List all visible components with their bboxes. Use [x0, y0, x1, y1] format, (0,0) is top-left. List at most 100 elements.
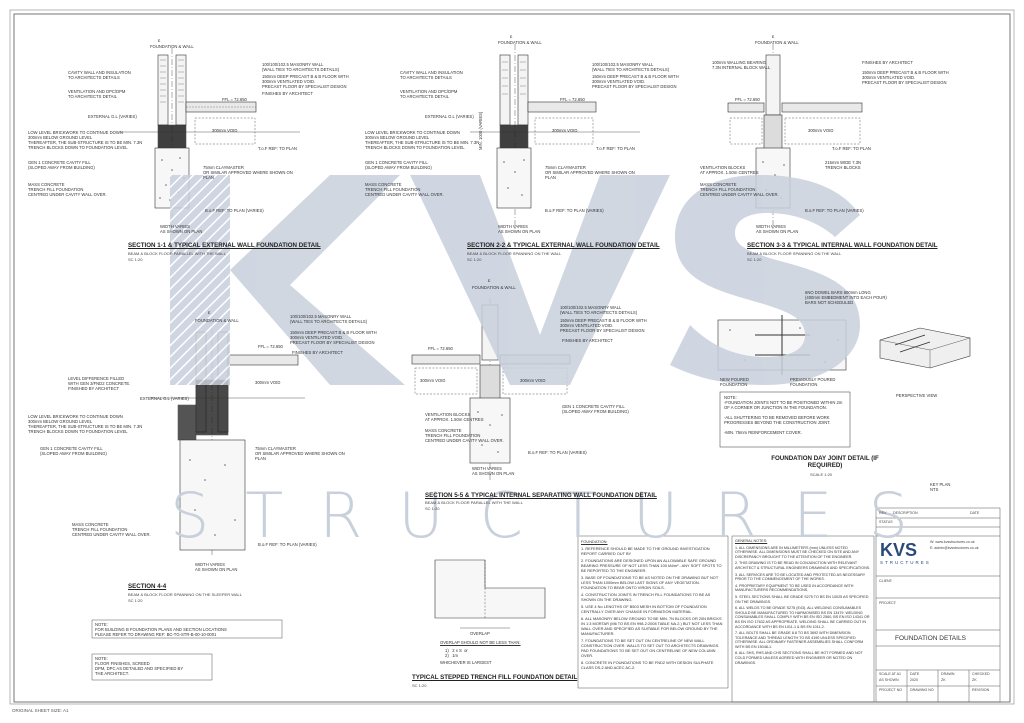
- tb-checked: ZK: [972, 678, 977, 682]
- s3-void: 300mm VOID: [808, 128, 834, 133]
- tb-scale-label: SCALE AT A1: [879, 672, 902, 676]
- s2-width: WIDTH VARIES AS SHOWN ON PLAN: [498, 224, 541, 234]
- s3-finishes: FINISHES BY ARCHITECT: [862, 60, 913, 65]
- s3-internal-block: 100mm WALLING BEARING 7.3N INTERNAL BLOC…: [712, 60, 771, 70]
- s1-gen1: GEN 1 CONCRETE CAVITY FILL (SLOPED AWAY …: [28, 160, 95, 170]
- tb-rev: REV: [879, 511, 887, 515]
- section-4-subtitle: BEAM & BLOCK FLOOR SPANNING ON THE SLEEP…: [128, 592, 242, 597]
- s5-bof: B.o.F REF: TO PLAN (VARIES): [528, 450, 587, 455]
- s5-void-right: 300mm VOID: [520, 378, 546, 383]
- section-3-subtitle: BEAM & BLOCK FLOOR SPANNING ON THE WALL: [747, 251, 842, 256]
- dj-prev-poured: PREVIOUSLY POURED FOUNDATION: [790, 377, 836, 387]
- s4-foundation-wall: FOUNDATION & WALL: [195, 318, 239, 323]
- tb-revision: REVISION: [972, 688, 990, 692]
- stepped-trench-title: TYPICAL STEPPED TRENCH FILL FOUNDATION D…: [412, 674, 578, 681]
- tb-date-value: 2020: [910, 678, 918, 682]
- s3-foundation-wall: FOUNDATION & WALL: [755, 40, 799, 45]
- section-5-title: SECTION 5-5 & TYPICAL INTERNAL SEPARATIN…: [425, 492, 657, 499]
- title-block: [875, 507, 1001, 703]
- section-5-subtitle: BEAM & BLOCK FLOOR PARALLEL WITH THE WAL…: [425, 500, 523, 505]
- tb-email: E: admin@kvsstructures.co.uk: [930, 546, 979, 550]
- tb-project-no: PROJECT NO: [879, 688, 903, 692]
- s3-ffl: FFL = 72.650: [735, 97, 760, 102]
- s5-void-left: 300mm VOID: [420, 378, 446, 383]
- s2-gen1: GEN 1 CONCRETE CAVITY FILL (SLOPED AWAY …: [365, 160, 432, 170]
- s4-external-gl: EXTERNAL G.L (VARIES): [140, 396, 189, 401]
- s4-level-diff: LEVEL DIFFERENCE FILLED WITH GEN 3/FND2 …: [68, 376, 131, 391]
- section-5-scale: SC 1:20: [425, 506, 440, 511]
- stepped-trench-scale: SC 1:20: [412, 683, 427, 688]
- st-overlap-note: OVERLAP SHOULD NOT BE LESS THAN:: [440, 640, 521, 645]
- stepped-trench-drawing: [434, 559, 546, 629]
- general-notes: GENERAL NOTES: 1. ALL DIMENSIONS ARE IN …: [735, 539, 872, 667]
- s1-tof: T.o.F REF: TO PLAN: [258, 146, 297, 151]
- s5-mass: MASS CONCRETE TRENCH FILL FOUNDATION CEN…: [425, 428, 504, 443]
- s4-masonry-wall: 100/100/102.5 MASONRY WALL (WALL TIES TO…: [290, 314, 368, 324]
- st-overlap: OVERLAP: [470, 631, 490, 636]
- s2-ventilation: VENTILATION AND DPC/DPM TO ARCHITECTS DE…: [400, 89, 458, 99]
- section-4-scale: SC 1:20: [128, 598, 143, 603]
- s2-low-level: LOW LEVEL BRICKWORK TO CONTINUE DOWN 300…: [365, 130, 480, 150]
- section-1-scale: SC 1:20: [128, 257, 143, 262]
- s2-external-gl: EXTERNAL G.L (VARIES): [425, 114, 474, 119]
- s5-finishes: FINISHES BY ARCHITECT: [562, 338, 613, 343]
- s4-clay: 75mm CLAYMASTER OR SIMILAR APPROVED WHER…: [255, 446, 345, 461]
- foundation-note: 4. CONSTRUCTION JOINTS IN TRENCH FILL FO…: [581, 592, 711, 602]
- dj-perspective: PERSPECTIVE VIEW: [896, 393, 938, 398]
- floor-note-box: [91, 653, 213, 681]
- section-2-subtitle: BEAM & BLOCK FLOOR SPANNING ON THE WALL: [467, 251, 562, 256]
- s5-width: WIDTH VARIES AS SHOWN ON PLAN: [472, 466, 515, 476]
- s5-vent-blocks: VENTILATION BLOCKS AT APPROX. 1.50m CENT…: [425, 412, 484, 422]
- s4-void: 300mm VOID: [255, 380, 281, 385]
- s1-mass: MASS CONCRETE TRENCH FILL FOUNDATION CEN…: [28, 182, 107, 197]
- dj-note: NOTE: -FOUNDATION JOINTS NOT TO BE POSIT…: [724, 395, 843, 435]
- foundation-notes-heading: FOUNDATION:: [581, 539, 608, 544]
- s3-mass: MASS CONCRETE TRENCH FILL FOUNDATION CEN…: [700, 182, 779, 197]
- general-notes-box: [731, 535, 875, 703]
- s2-ffl: FFL = 72.650: [560, 97, 585, 102]
- s2-cavity-wall: CAVITY WALL AND INSULATION TO ARCHITECTS…: [400, 70, 463, 80]
- foundation-note: 8. CONCRETE IN FOUNDATIONS TO BE FND2 WI…: [581, 660, 714, 670]
- s3-cl-label: £: [772, 34, 775, 39]
- s3-trench-blocks: 215mm WIDE 7.3N TRENCH BLOCKS: [825, 160, 862, 170]
- s2-tof: T.o.F REF: TO PLAN: [596, 146, 635, 151]
- tb-description: DESCRIPTION: [893, 511, 918, 515]
- dj-dowel: 6NO DOWEL BARS 600mm LONG (400mm EMBEDME…: [805, 290, 887, 305]
- s3-bof: B.o.F REF: TO PLAN (VARIES): [805, 208, 864, 213]
- tb-checked-label: CHECKED: [972, 672, 990, 676]
- day-joint-title: FOUNDATION DAY JOINT DETAIL (IF REQUIRED…: [771, 455, 879, 469]
- s2-bof: B.o.F REF: TO PLAN (VARIES): [545, 208, 604, 213]
- s5-foundation-wall: FOUNDATION & WALL: [472, 285, 516, 290]
- foundation-note: 3. BASE OF FOUNDATIONS TO BE AS NOTED ON…: [581, 575, 719, 590]
- general-note: 5. STEEL SECTIONS SHALL BE GRADE S275 TO…: [735, 594, 869, 604]
- foundation-note: 5. USE 4 No LENGTHS OF B503 MESH IN BOTT…: [581, 604, 707, 614]
- day-joint-scale: SCALE 1:20: [810, 472, 833, 477]
- s1-external-gl: EXTERNAL G.L (VARIES): [88, 114, 137, 119]
- s4-low-level: LOW LEVEL BRICKWORK TO CONTINUE DOWN 300…: [28, 414, 143, 434]
- s1-void: 300mm VOID: [212, 128, 238, 133]
- ref-note-box: [91, 619, 283, 639]
- tb-logo: KVS: [880, 540, 918, 560]
- s2-precast-floor: 150mm DEEP PRECAST B & B FLOOR WITH 300m…: [592, 74, 679, 89]
- general-notes-heading: GENERAL NOTES:: [735, 539, 768, 543]
- tb-project: PROJECT:: [879, 601, 897, 605]
- kvs-watermark-letters: [170, 175, 860, 385]
- s4-ffl: FFL = 72.650: [258, 344, 283, 349]
- foundation-notes-box: [577, 535, 729, 689]
- s5-gen1: GEN 1 CONCRETE CAVITY FILL (SLOPED AWAY …: [562, 404, 629, 414]
- s1-finishes: FINISHES BY ARCHITECT: [262, 91, 313, 96]
- s5-cl-label: £: [488, 278, 491, 283]
- s3-tof: T.o.F REF: TO PLAN: [832, 146, 871, 151]
- tb-date: DATE: [970, 511, 980, 515]
- sheet-size-label: ORIGINAL SHEET SIZE: A1: [12, 708, 69, 713]
- section-2-title: SECTION 2-2 & TYPICAL EXTERNAL WALL FOUN…: [467, 242, 660, 249]
- general-note: 8. ALL SHS, RHS AND CHS SECTIONS SHALL B…: [735, 651, 863, 665]
- foundation-note: 1. REFERENCE SHOULD BE MADE TO THE GROUN…: [581, 546, 710, 556]
- key-plan: KEY PLAN NTS: [930, 482, 951, 492]
- st-whichever: WHICHEVER IS LARGEST: [440, 660, 492, 665]
- dj-new-poured: NEW POURED FOUNDATION: [720, 377, 749, 387]
- s2-masonry-wall: 100/100/102.5 MASONRY WALL (WALL TIES TO…: [592, 62, 670, 72]
- section-2-scale: SC 1:20: [467, 257, 482, 262]
- s4-cl-label: £: [208, 310, 211, 315]
- tb-date-label: DATE: [910, 672, 920, 676]
